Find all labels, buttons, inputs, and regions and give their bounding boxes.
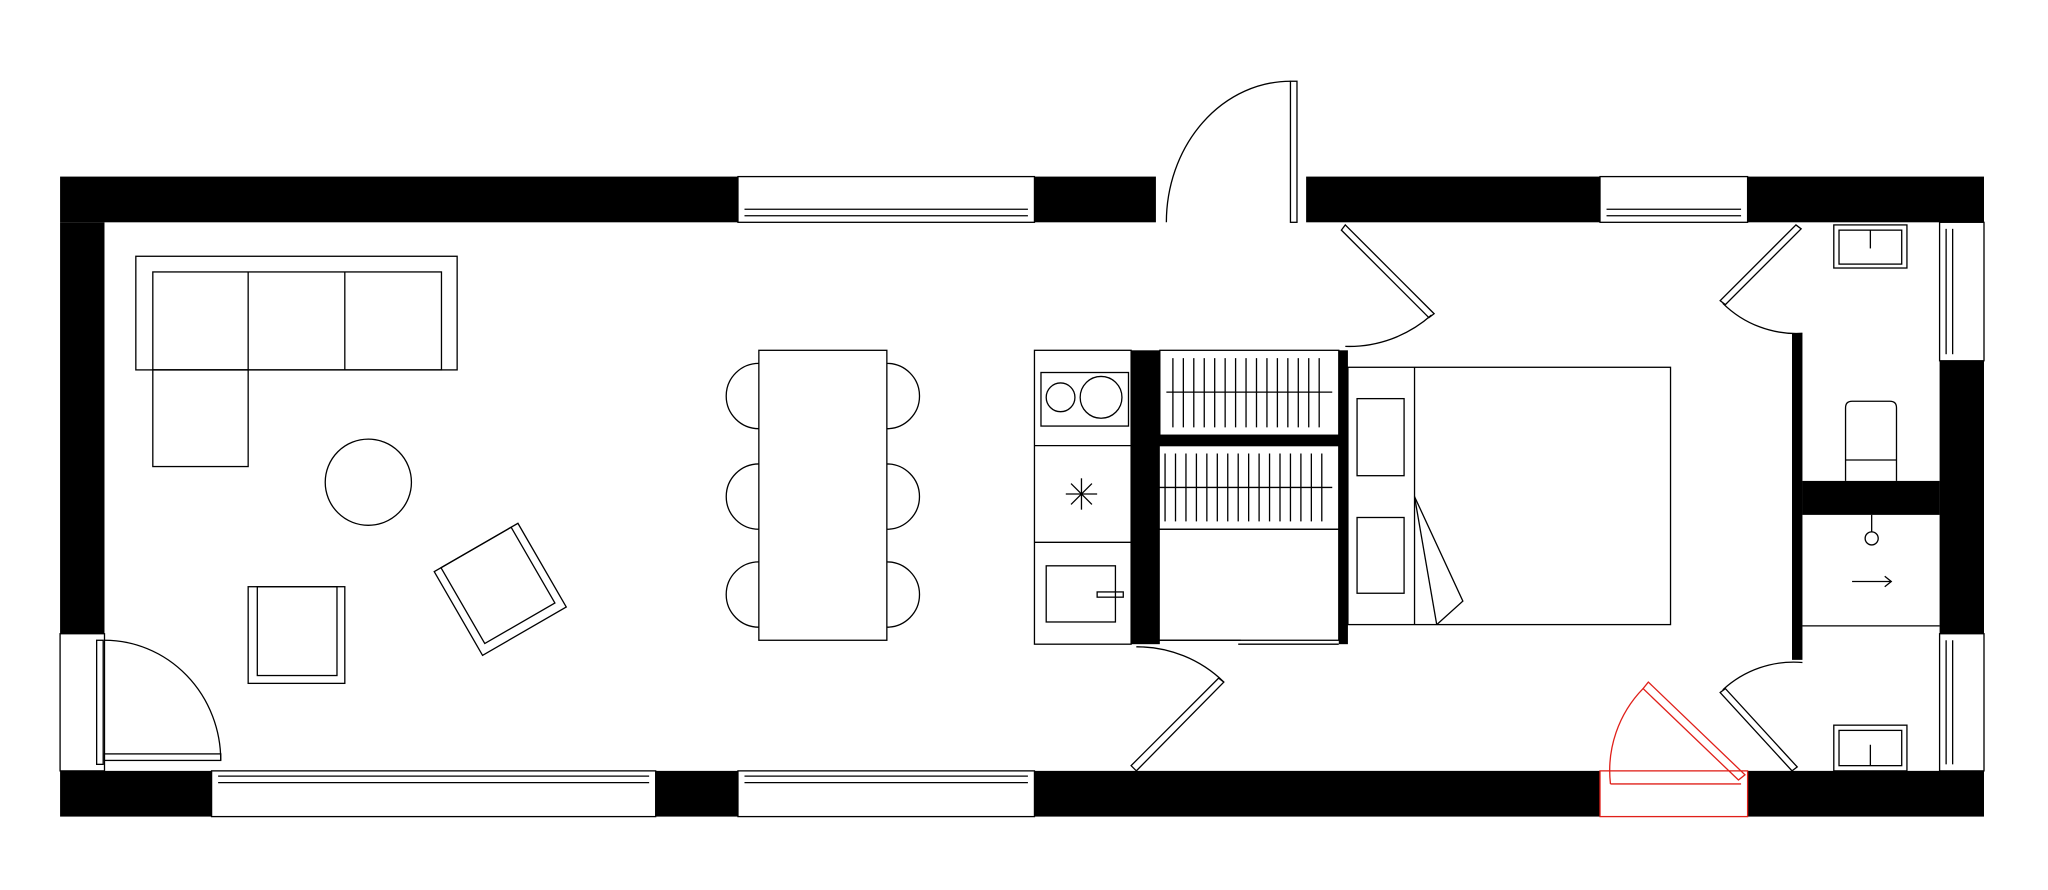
red-door[interactable] — [1599, 681, 1749, 818]
arrow-right-icon — [1852, 575, 1893, 588]
bedroom-door[interactable] — [1340, 223, 1436, 348]
sofa — [135, 255, 458, 468]
kitchen-unit — [1033, 349, 1132, 645]
bathroom-walls — [1792, 333, 1940, 660]
entrance-door[interactable] — [1165, 80, 1298, 223]
terrace-door-left[interactable] — [95, 639, 222, 765]
fan-icon — [1065, 478, 1098, 510]
kitchen-sink — [1045, 565, 1117, 623]
hanging-rails — [1153, 358, 1323, 522]
bathroom-door-bottom[interactable] — [1719, 661, 1803, 772]
coffee-table — [324, 438, 413, 526]
armchair — [247, 586, 346, 685]
bathroom-door-top[interactable] — [1719, 224, 1803, 335]
shower — [1852, 514, 1893, 588]
toilet — [1844, 400, 1898, 481]
bed — [1347, 366, 1672, 626]
wardrobe — [1131, 349, 1348, 645]
dining-table — [725, 349, 921, 641]
exterior-walls — [60, 176, 1984, 817]
bathroom-sink-top — [1833, 224, 1908, 269]
cooktop — [1040, 371, 1130, 427]
bathroom-sink-bottom — [1833, 724, 1908, 772]
kitchen-door[interactable] — [1130, 646, 1225, 772]
windows — [59, 175, 1985, 818]
drain-icon — [1864, 531, 1879, 546]
rotated-armchair — [433, 522, 568, 657]
